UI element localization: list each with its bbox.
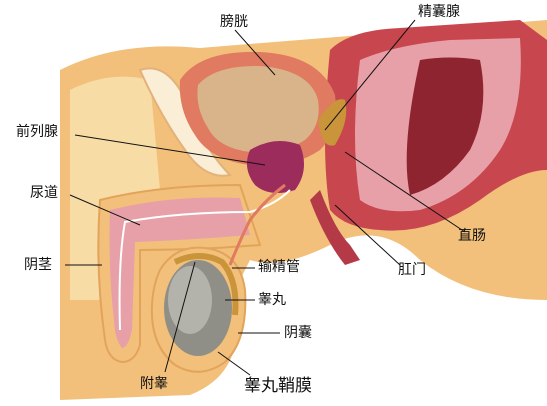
bladder-lumen: [197, 65, 319, 153]
label-anus: 肛门: [398, 262, 426, 278]
label-prostate: 前列腺: [16, 124, 58, 140]
urethra-line: [118, 189, 291, 331]
label-testis: 睾丸: [258, 292, 286, 308]
leader-lines: [65, 19, 466, 376]
label-seminal-vesicle: 精囊腺: [418, 4, 460, 20]
label-rectum: 直肠: [458, 228, 486, 244]
rectum-lumen: [406, 57, 484, 195]
label-scrotum: 阴囊: [284, 325, 312, 341]
testis-highlight: [168, 266, 212, 334]
prostate: [246, 141, 304, 194]
vas-deferens: [228, 183, 286, 266]
anal-canal: [310, 190, 360, 265]
label-penis: 阴茎: [24, 257, 52, 273]
label-epididymis: 附睾: [140, 376, 168, 392]
label-tunica-vaginalis: 睾丸鞘膜: [244, 376, 312, 396]
label-bladder: 膀胱: [220, 14, 248, 30]
pelvic-fat-light: [70, 76, 160, 301]
epididymis: [173, 253, 239, 316]
corpus-spongiosum: [109, 197, 250, 348]
label-vas-deferens: 输精管: [258, 259, 300, 275]
label-urethra: 尿道: [30, 185, 58, 201]
seminal-vesicle: [318, 99, 347, 146]
